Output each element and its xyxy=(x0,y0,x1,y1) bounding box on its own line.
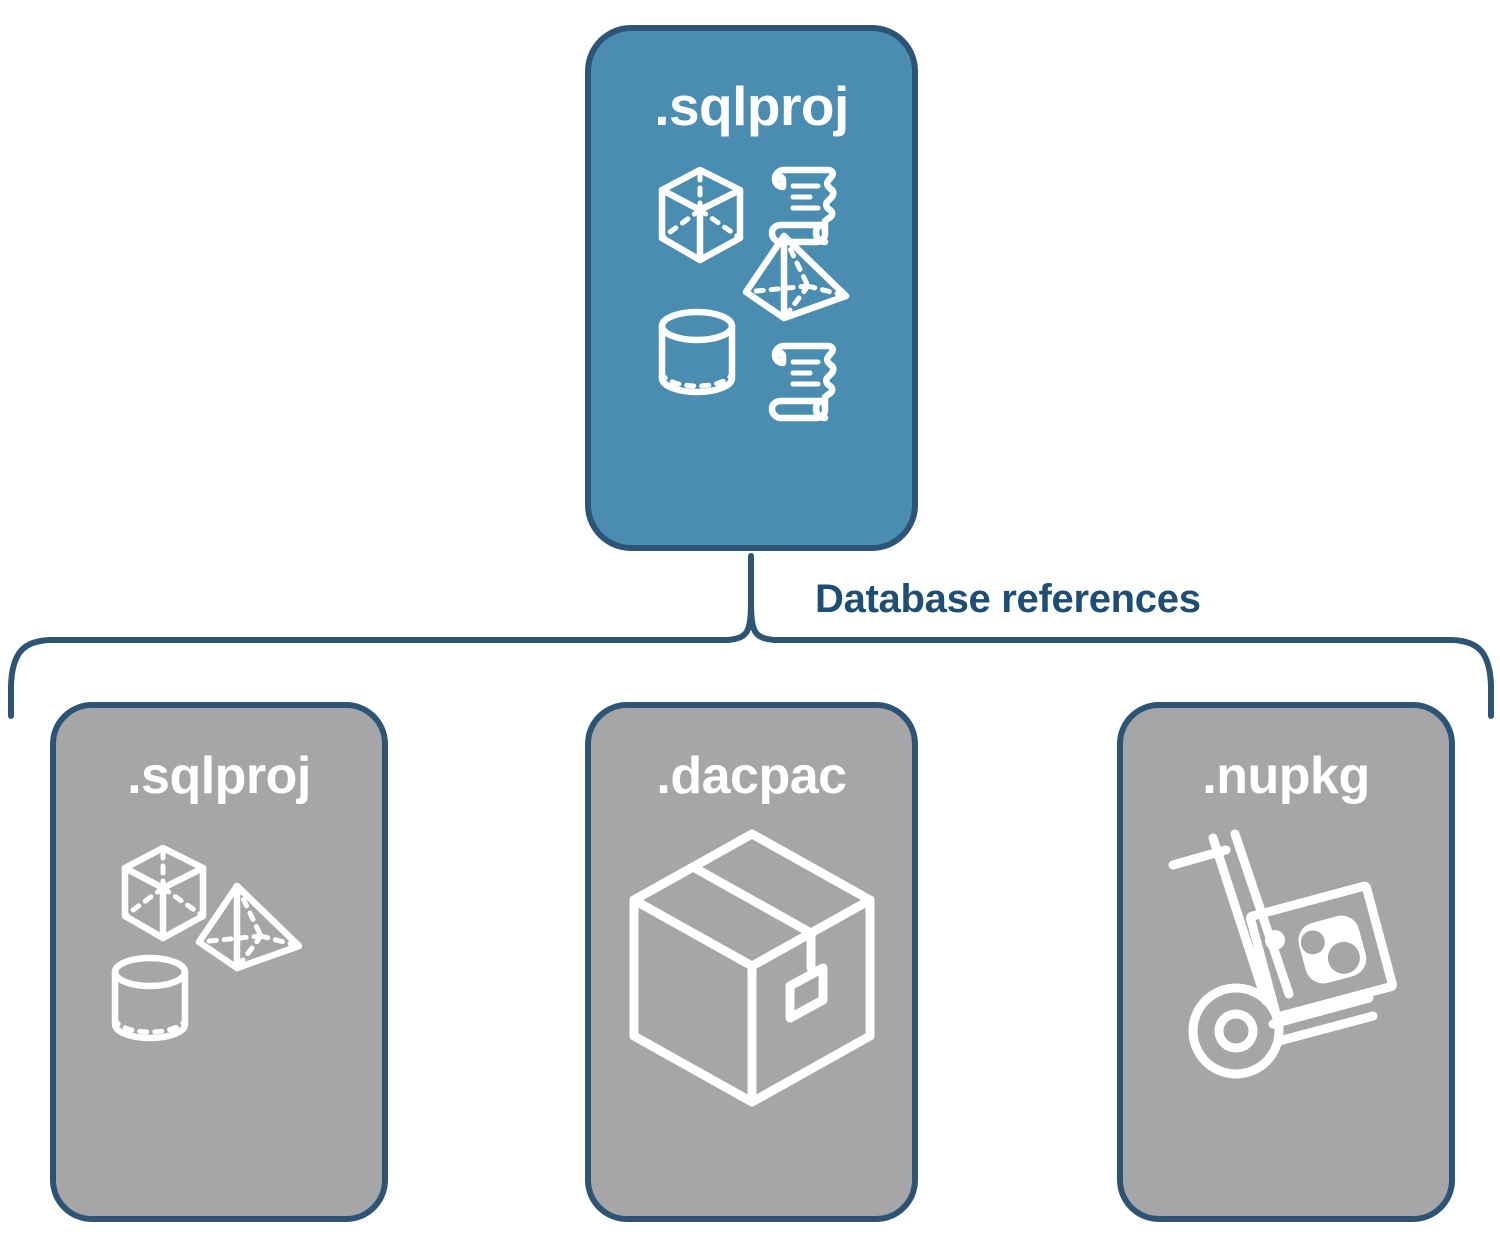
package-box-icon xyxy=(627,828,877,1108)
scroll-icon-bottom xyxy=(768,342,836,422)
cube-icon xyxy=(121,844,206,942)
brace-left-arm xyxy=(8,597,754,719)
brace-connector xyxy=(8,553,1494,719)
node-sqlproj-root[interactable]: .sqlproj xyxy=(585,25,918,551)
node-dacpac-reference[interactable]: .dacpac xyxy=(585,702,918,1222)
node-title: .sqlproj xyxy=(654,75,849,137)
node-title: .dacpac xyxy=(656,747,847,805)
node-title: .sqlproj xyxy=(127,747,311,805)
cylinder-icon xyxy=(658,308,735,396)
cube-icon xyxy=(658,166,743,264)
node-sqlproj-reference[interactable]: .sqlproj xyxy=(50,702,388,1222)
hand-truck-package-icon xyxy=(1151,828,1421,1098)
scroll-icon-top xyxy=(768,166,836,246)
node-nupkg-reference[interactable]: .nupkg xyxy=(1117,702,1455,1222)
node-title: .nupkg xyxy=(1202,747,1370,805)
brace-right-arm xyxy=(748,597,1494,719)
pyramid-icon xyxy=(742,232,849,322)
pyramid-icon xyxy=(195,882,302,972)
cylinder-icon xyxy=(111,954,188,1042)
database-objects-icon xyxy=(107,828,332,1053)
wheel-icon xyxy=(1188,983,1284,1079)
nuget-package-icon xyxy=(1245,881,1397,1022)
database-objects-and-scripts-icon xyxy=(652,156,852,422)
connector-label: Database references xyxy=(815,577,1201,621)
